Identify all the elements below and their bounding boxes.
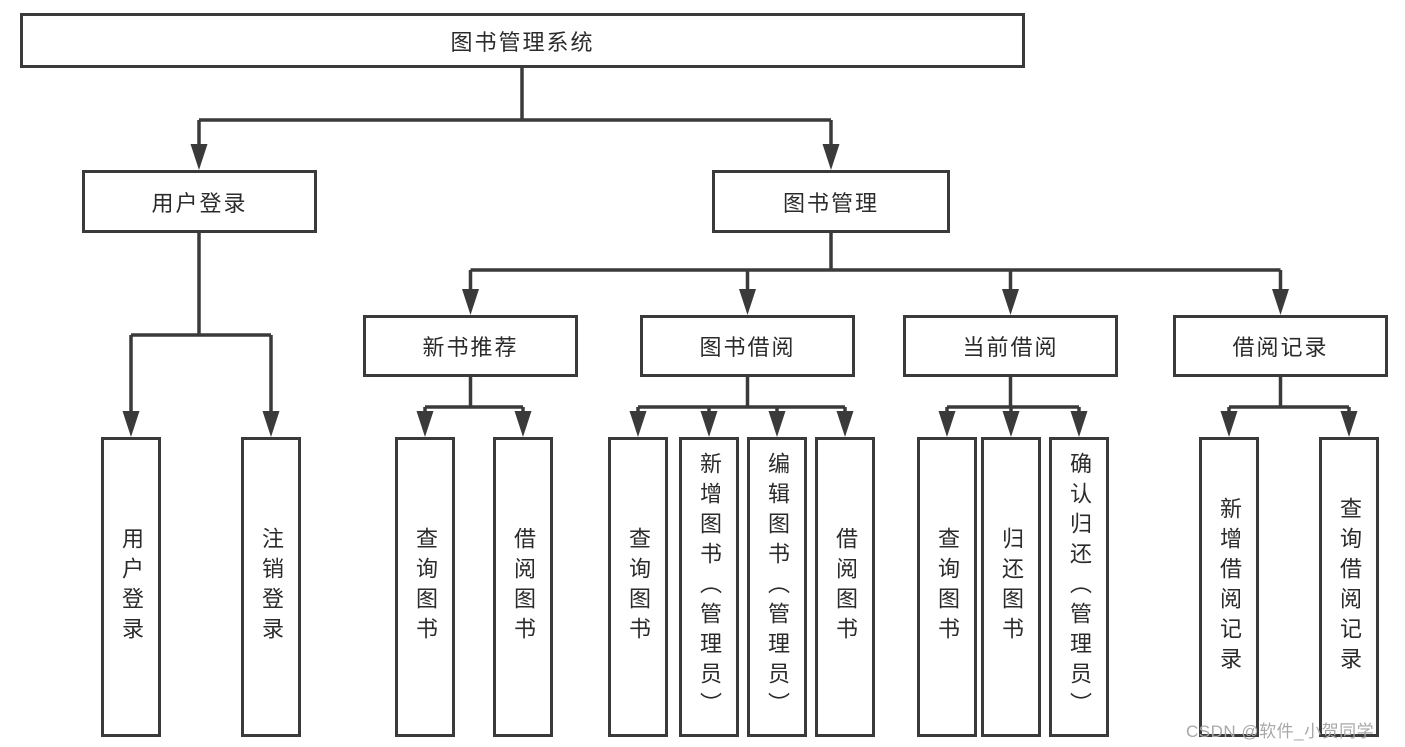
leaf-return-books: 归还图书: [981, 437, 1041, 737]
leaf-query-borrow-record: 查询借阅记录: [1319, 437, 1379, 737]
leaf-add-borrow-record: 新增借阅记录: [1199, 437, 1259, 737]
leaf-borrow-books-recommend: 借阅图书: [493, 437, 553, 737]
node-borrowing-records: 借阅记录: [1173, 315, 1388, 377]
node-new-book-recommendation: 新书推荐: [363, 315, 578, 377]
leaf-user-login: 用户登录: [101, 437, 161, 737]
leaf-confirm-return-admin: 确认归还（管理员）: [1049, 437, 1109, 737]
node-book-borrowing: 图书借阅: [640, 315, 855, 377]
leaf-query-books-current: 查询图书: [917, 437, 977, 737]
node-user-login: 用户登录: [82, 170, 317, 233]
leaf-query-books-borrow: 查询图书: [608, 437, 668, 737]
node-root: 图书管理系统: [20, 13, 1025, 68]
node-current-borrowing: 当前借阅: [903, 315, 1118, 377]
leaf-query-books-recommend: 查询图书: [395, 437, 455, 737]
node-book-management: 图书管理: [712, 170, 950, 233]
csdn-watermark: CSDN @软件_小贺同学: [1186, 722, 1375, 741]
leaf-logout: 注销登录: [241, 437, 301, 737]
leaf-add-book-admin: 新增图书（管理员）: [679, 437, 739, 737]
leaf-borrow-books: 借阅图书: [815, 437, 875, 737]
leaf-edit-book-admin: 编辑图书（管理员）: [747, 437, 807, 737]
